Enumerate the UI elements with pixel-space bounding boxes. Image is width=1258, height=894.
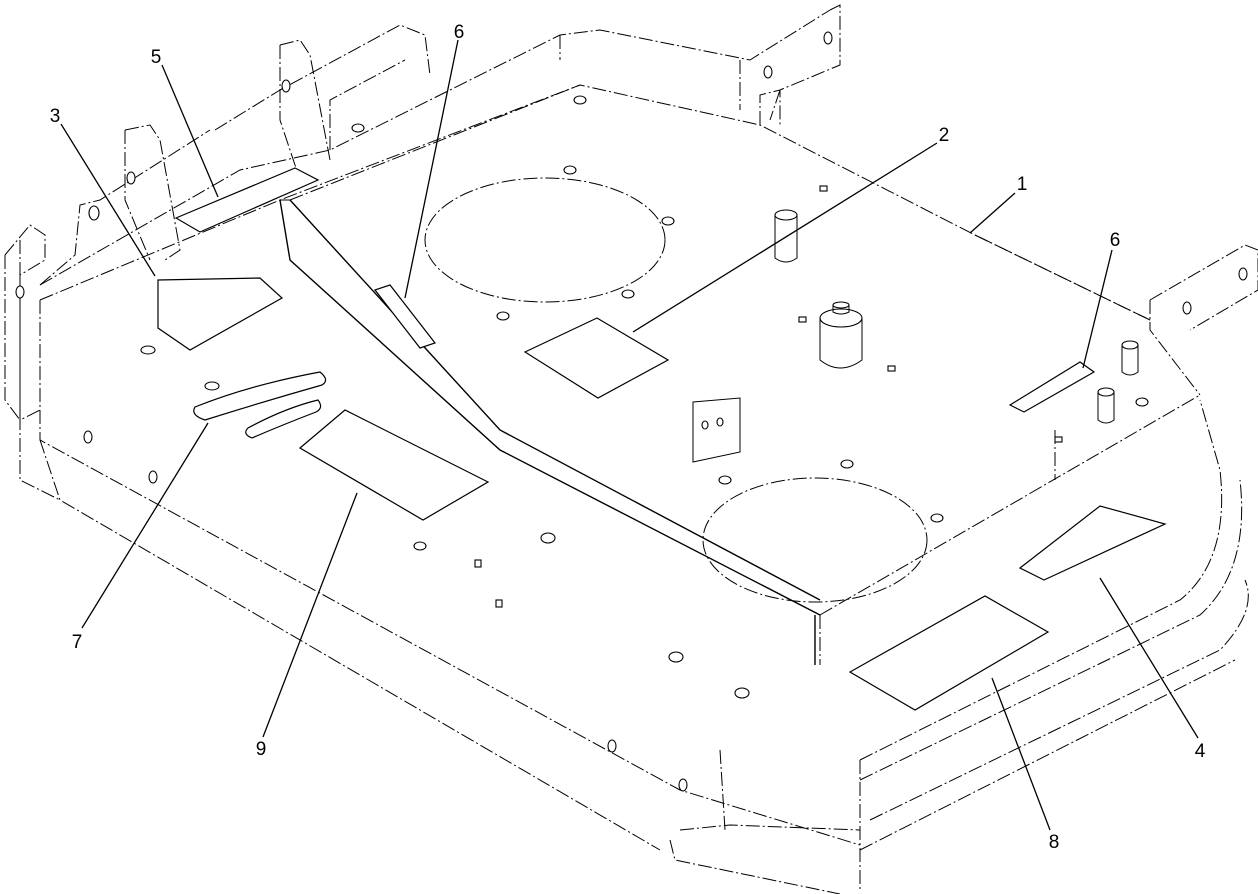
spindle-posts — [692, 209, 1139, 463]
decal-2 — [523, 317, 670, 399]
callout-labels: 1 2 3 4 5 6 6 7 8 9 — [50, 22, 1206, 853]
decal-9 — [298, 409, 490, 521]
decal-3 — [157, 277, 284, 351]
callout-4: 4 — [1195, 741, 1206, 762]
decal-6-left — [374, 284, 436, 349]
mower-deck-outline — [4, 4, 1258, 894]
callout-7: 7 — [72, 632, 83, 653]
callout-5: 5 — [151, 47, 162, 68]
callout-6-right: 6 — [1110, 230, 1121, 251]
decal-8 — [848, 595, 1050, 711]
leader-lines — [60, 39, 1199, 831]
decal-4 — [1018, 505, 1167, 581]
decals — [157, 167, 1167, 711]
callout-8: 8 — [1049, 832, 1060, 853]
slot — [245, 399, 322, 439]
decal-7 — [193, 371, 327, 421]
callout-1: 1 — [1017, 174, 1028, 195]
decal-6-right — [1008, 361, 1096, 413]
callout-2: 2 — [939, 125, 950, 146]
decal-5 — [174, 167, 320, 233]
callout-6-top: 6 — [454, 22, 465, 43]
callout-3: 3 — [50, 106, 61, 127]
callout-9: 9 — [256, 739, 267, 760]
mounting-holes — [15, 31, 1248, 792]
center-baffle — [279, 199, 821, 665]
